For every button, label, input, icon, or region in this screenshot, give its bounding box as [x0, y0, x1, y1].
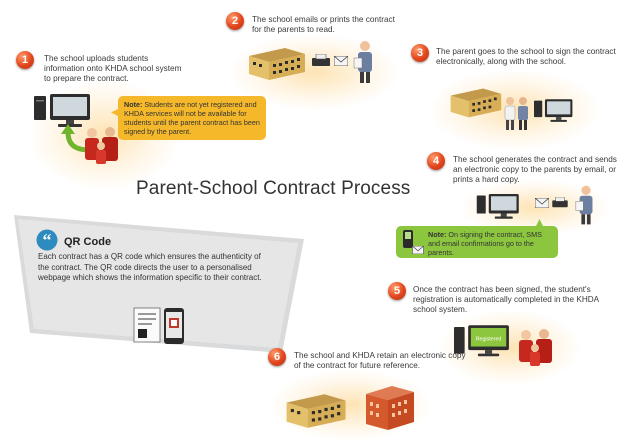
triangle-icon: [535, 219, 544, 228]
step-6-text: The school and KHDA retain an electronic…: [294, 351, 466, 370]
people-icon: [504, 97, 528, 130]
screen-label: Registered: [476, 336, 502, 342]
note-step4-label: Note:: [428, 230, 447, 239]
step-3-badge: 3: [411, 44, 429, 62]
step-2-badge: 2: [226, 12, 244, 30]
computer-icon: [534, 99, 573, 122]
note-step4-text: On signing the contract, SMS and email c…: [428, 230, 542, 257]
svg-text:“: “: [43, 230, 52, 250]
step-4-text: The school generates the contract and se…: [453, 155, 617, 184]
mobile-phone-icon: [403, 230, 413, 248]
step-5-text: Once the contract has been signed, the s…: [413, 285, 599, 314]
school-building-icon: [450, 88, 502, 118]
step-5-badge: 5: [388, 282, 406, 300]
computer-icon: [476, 194, 519, 219]
parent-reading-icon: [353, 41, 372, 83]
family-icon: [85, 127, 118, 164]
triangle-icon: [111, 108, 120, 117]
printer-icon: [312, 54, 330, 66]
parent-reading-icon: [575, 185, 593, 225]
qr-document-icon: [133, 307, 184, 344]
khda-building-icon: [366, 386, 414, 430]
note-step1-text: Students are not yet registered and KHDA…: [124, 100, 260, 136]
email-icon: [535, 198, 549, 208]
qr-panel-background: [14, 215, 304, 353]
note-step4: Note: On signing the contract, SMS and e…: [396, 219, 558, 258]
qr-text: Each contract has a QR code which ensure…: [38, 252, 262, 282]
page-title: Parent-School Contract Process: [136, 178, 411, 199]
school-building-icon: [286, 394, 346, 428]
step-2-text: The school emails or prints the contract…: [252, 15, 395, 34]
email-icon: [412, 246, 424, 254]
step-6-badge: 6: [268, 348, 286, 366]
step-1-text: The school uploads students information …: [44, 54, 182, 83]
school-building-icon: [249, 48, 305, 80]
computer-icon: Registered: [454, 325, 509, 357]
quote-icon: “: [36, 229, 58, 251]
step-1-badge: 1: [16, 51, 34, 69]
printer-icon: [552, 197, 568, 208]
family-icon: [519, 329, 552, 366]
computer-icon: [34, 94, 90, 127]
qr-title: QR Code: [64, 236, 112, 248]
step-3-text: The parent goes to the school to sign th…: [436, 47, 616, 66]
email-icon: [334, 56, 348, 66]
note-step1: Note: Students are not yet registered an…: [111, 96, 266, 140]
note-step1-label: Note:: [124, 100, 143, 109]
step-4-badge: 4: [427, 152, 445, 170]
